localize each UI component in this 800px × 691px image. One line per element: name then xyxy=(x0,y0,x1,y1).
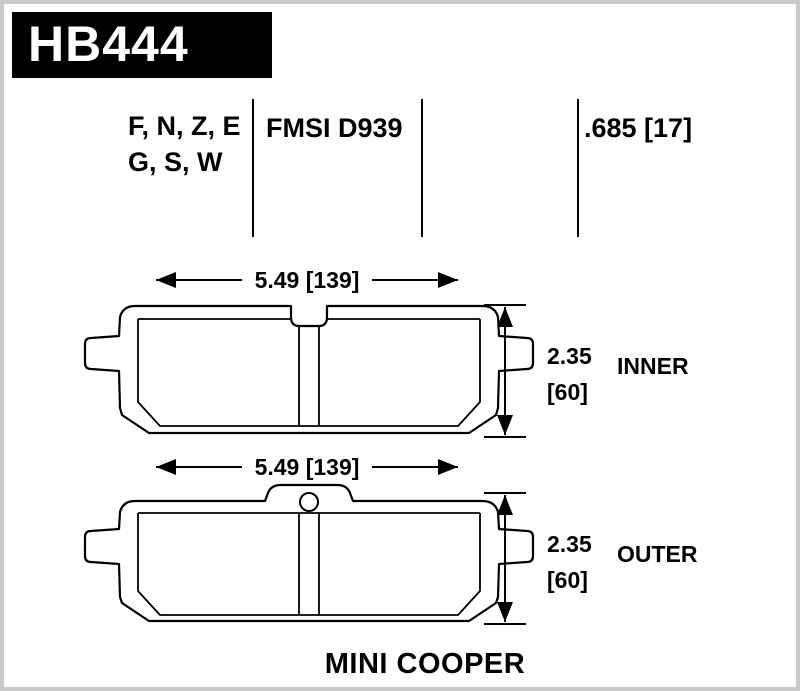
inner-thickness-mm-label: [60] xyxy=(547,379,588,405)
inner-pad-friction-outline xyxy=(137,318,481,427)
outer-pad-friction-outline xyxy=(137,512,481,616)
outer-thickness-mm-label: [60] xyxy=(547,567,588,593)
outer-thickness-in-label: 2.35 xyxy=(547,531,592,557)
part-number-box: HB444 xyxy=(12,12,272,78)
inner-pad-label: INNER xyxy=(617,353,689,379)
column-divider-3 xyxy=(577,99,579,237)
column-divider-2 xyxy=(421,99,423,237)
compound-codes-line1: F, N, Z, E xyxy=(128,111,241,141)
outer-pad-backing-plate-outline xyxy=(83,483,535,623)
column-divider-1 xyxy=(252,99,254,237)
outer-thickness-arrowhead-top-icon xyxy=(497,495,513,515)
pad-thickness: .685 [17] xyxy=(584,113,693,143)
inner-thickness-in-label: 2.35 xyxy=(547,343,592,369)
outer-width-arrowhead-right-icon xyxy=(438,459,458,475)
outer-width-label-mask xyxy=(242,452,372,480)
inner-thickness-arrowhead-top-icon xyxy=(497,307,513,327)
outer-pad-hole xyxy=(299,492,319,512)
outer-pad-label: OUTER xyxy=(617,541,698,567)
outer-width-dimension: 5.49 [139] xyxy=(156,452,458,480)
inner-width-label-mask xyxy=(242,265,372,293)
inner-width-arrowhead-right-icon xyxy=(438,272,458,288)
compound-codes-line2: G, S, W xyxy=(128,147,223,177)
vehicle-name: MINI COOPER xyxy=(325,648,525,680)
fmsi-number: FMSI D939 xyxy=(266,113,403,143)
outer-thickness-dimension: 2.35 [60] xyxy=(484,492,592,625)
outer-width-arrowhead-left-icon xyxy=(156,459,176,475)
pad-diagram-svg: 5.49 [139] 2.35 [60] INNER 5.49 [139] xyxy=(83,265,698,680)
outer-thickness-arrowhead-bottom-icon xyxy=(497,602,513,622)
part-number-text: HB444 xyxy=(28,16,189,72)
inner-width-arrowhead-left-icon xyxy=(156,272,176,288)
inner-thickness-arrowhead-bottom-icon xyxy=(497,415,513,435)
inner-pad-backing-plate-outline xyxy=(83,304,535,435)
outer-width-label: 5.49 [139] xyxy=(255,454,360,480)
inner-width-label: 5.49 [139] xyxy=(255,267,360,293)
inner-width-dimension: 5.49 [139] xyxy=(156,265,458,293)
inner-thickness-dimension: 2.35 [60] xyxy=(484,304,592,438)
